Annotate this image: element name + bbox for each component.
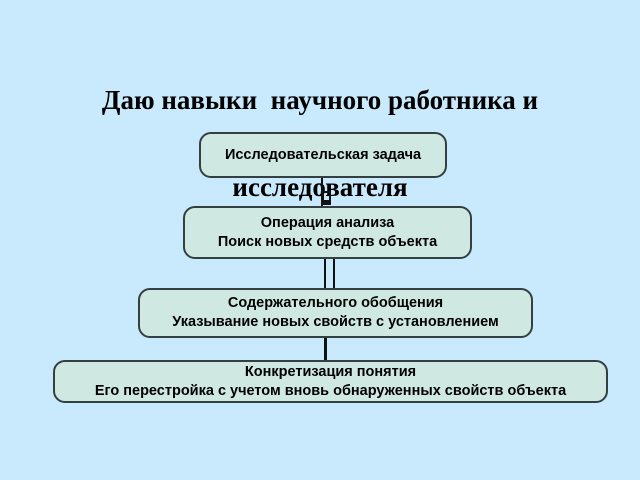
flowchart-box-research-task: Исследовательская задача	[199, 132, 447, 178]
connector-1-anchor-glyph	[322, 191, 331, 205]
flowchart-box-meaningful-generalization-line2: Указывание новых свойств с установлением	[172, 314, 499, 330]
flowchart-box-concept-concretization-line1: Конкретизация понятия	[244, 363, 417, 380]
connector-2-line-left	[324, 259, 326, 289]
flowchart-box-analysis-operation-line2: Поиск новых средств объекта	[217, 233, 438, 250]
slide-title-line1: Даю навыки научного работника и	[101, 85, 539, 115]
flowchart-box-research-task-text: Исследовательская задача	[224, 146, 422, 163]
flowchart-box-analysis-operation: Операция анализа Поиск новых средств объ…	[183, 206, 472, 259]
flowchart-box-meaningful-generalization: Содержательного обобщения Указывание нов…	[138, 288, 533, 338]
connector-3-line	[324, 338, 327, 361]
flowchart-box-meaningful-generalization-line1: Содержательного обобщения	[227, 295, 444, 311]
flowchart-box-concept-concretization-line2: Его перестройка с учетом вновь обнаружен…	[94, 382, 567, 399]
connector-2-line-right	[333, 259, 335, 289]
flowchart-box-concept-concretization: Конкретизация понятия Его перестройка с …	[53, 360, 608, 403]
flowchart-box-analysis-operation-line1: Операция анализа	[260, 214, 395, 231]
